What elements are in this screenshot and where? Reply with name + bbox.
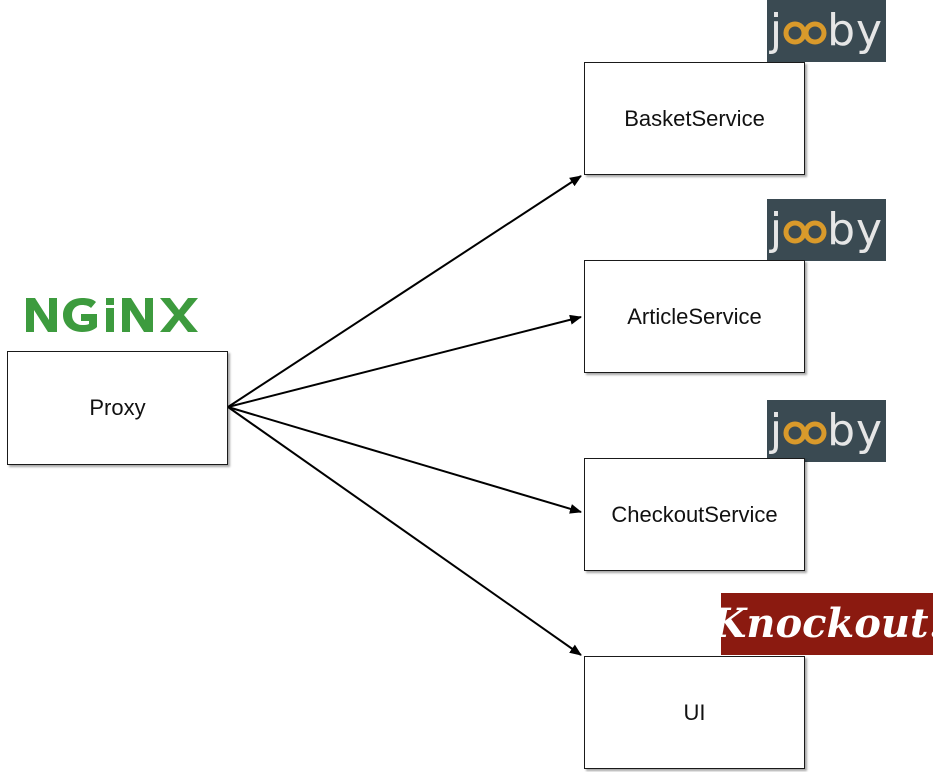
checkout-service-label: CheckoutService [611,501,778,527]
edge-proxy-to-basket [227,175,582,408]
edge-proxy-to-ui [227,406,582,656]
basket-service-node: BasketService [584,62,805,175]
proxy-label: Proxy [89,395,146,420]
proxy-node: Proxy [7,351,228,465]
edge-proxy-to-article [227,314,582,408]
nginx-logo [26,298,198,332]
article-service-node: ArticleService [584,260,805,373]
edge-proxy-to-checkout [227,406,582,514]
knockout-wordmark: Knockout. [711,600,933,647]
checkout-service-node: CheckoutService [584,458,805,571]
knockout-logo: Knockout. [712,593,933,655]
ui-node: UI [584,656,805,769]
basket-service-label: BasketService [624,105,765,131]
ui-label: UI [683,699,706,725]
article-service-label: ArticleService [627,303,762,329]
